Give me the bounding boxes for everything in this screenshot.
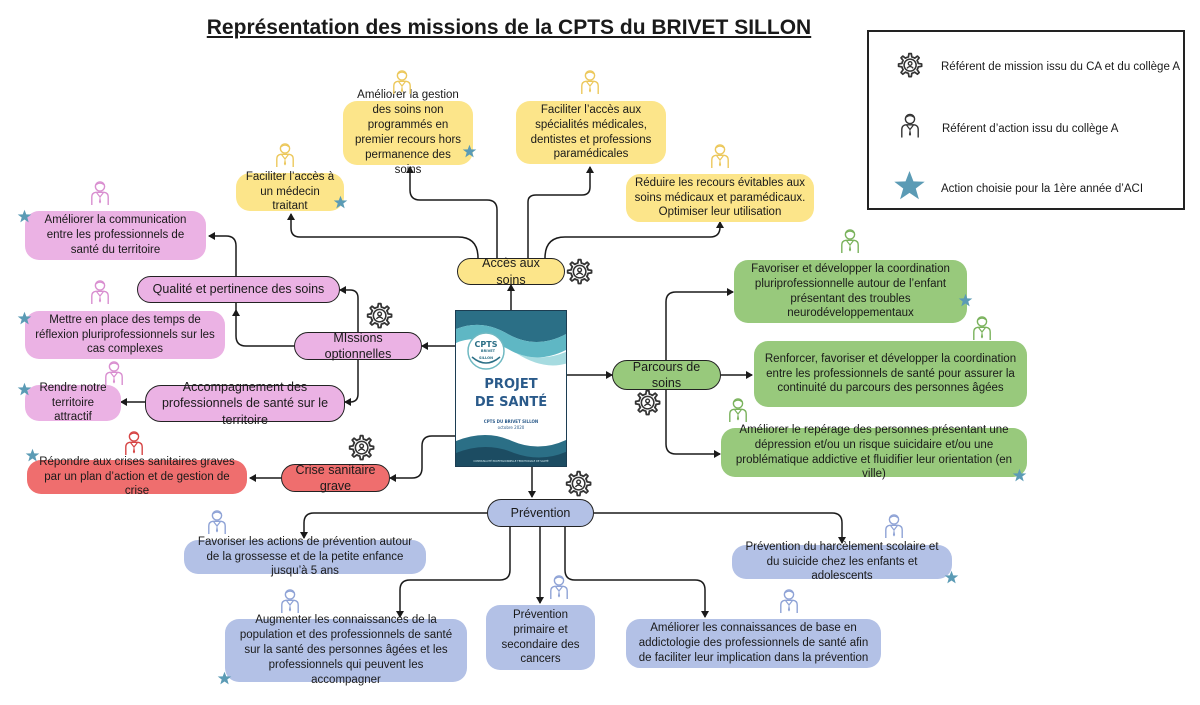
person-icon [105,361,123,386]
hub-parcours-de-soins: Parcours de soins [612,360,721,390]
star-icon [217,671,232,685]
star-icon [958,293,973,307]
book-title-line2: DE SANTÉ [474,395,548,410]
person-icon [393,70,411,95]
book-title-line1: PROJET [484,377,538,392]
person-icon [581,70,599,95]
gear-icon [634,389,661,416]
person-icon [780,589,798,614]
action-faciliter-specialites: Faciliter l’accès aux spécialités médica… [516,101,666,164]
person-icon [550,575,568,600]
hub-crise-sanitaire: Crise sanitaire grave [281,463,390,493]
star-icon [17,311,32,325]
person-icon [901,113,919,139]
action-rendre-attractif: Rendre notre territoire attractif [25,382,121,423]
legend-action-referent: Référent d’action issu du collège A [942,123,1119,135]
star-icon [25,448,40,462]
gear-icon [566,258,593,285]
book-caption1: CPTS DU BRIVET SILLON [483,419,539,424]
star-icon [17,209,32,223]
action-faciliter-medecin: Faciliter l’accès à un médecin traitant [236,171,344,212]
person-icon [208,510,226,535]
legend-chosen-action: Action choisie pour la 1ère année d’ACI [941,183,1144,195]
project-book-cover: CPTS BRIVET SILLON PROJET DE SANTÉ CPTS … [455,310,567,467]
action-coordination-enfant: Favoriser et développer la coordination … [734,260,967,323]
action-reperage-depression: Améliorer le repérage des personnes prés… [721,424,1027,480]
gear-icon [366,302,393,329]
action-connaissances-population: Augmenter les connaissances de la popula… [225,614,467,686]
star-icon [462,144,477,158]
action-connaissances-addictologie: Améliorer les connaissances de base en a… [626,619,881,668]
person-icon [729,398,747,423]
person-icon [91,181,109,206]
logo-sub2: SILLON [478,356,494,360]
action-prevention-cancers: Prévention primaire et secondaire des ca… [486,605,595,670]
book-footer: COMMUNAUTÉ PROFESSIONNELLE TERRITORIALE … [473,460,549,463]
star-icon [944,570,959,584]
star-icon [894,170,925,200]
hub-acces-aux-soins: Accès aux soins [457,256,565,287]
hub-missions-optionnelles: MIssions optionnelles [294,331,422,361]
cpts-logo [467,332,505,370]
legend-mission-referent: Référent de mission issu du CA et du col… [941,61,1181,73]
hub-accompagnement: Accompagnement des professionnels de san… [145,380,345,427]
gear-icon [897,52,923,78]
legend: Référent de mission issu du CA et du col… [867,30,1185,210]
action-ameliorer-gestion: Améliorer la gestion des soins non progr… [343,89,473,176]
action-repondre-crises: Répondre aux crises sanitaires graves pa… [27,456,247,497]
star-icon [17,382,32,396]
gear-icon [565,470,592,497]
action-coordination-agees: Renforcer, favoriser et développer la co… [754,341,1027,407]
star-icon [1012,468,1027,482]
person-icon [885,514,903,539]
action-prevention-grossesse: Favoriser les actions de prévention auto… [184,536,426,577]
logo-sub1: BRIVET [480,349,496,353]
person-icon [125,431,143,456]
person-icon [91,280,109,305]
person-icon [711,144,729,169]
person-icon [276,143,294,168]
action-prevention-harcelement: Prévention du harcèlement scolaire et du… [732,541,952,582]
gear-icon [348,434,375,461]
book-caption2: octobre 2020 [497,425,525,430]
person-icon [841,229,859,254]
page-title: Représentation des missions de la CPTS d… [206,16,812,39]
person-icon [281,589,299,614]
person-icon [973,316,991,341]
star-icon [333,195,348,209]
hub-qualite-pertinence: Qualité et pertinence des soins [137,276,340,303]
logo-main: CPTS [474,340,498,349]
action-reduire-recours: Réduire les recours évitables aux soins … [626,174,814,222]
action-ameliorer-communication: Améliorer la communication entre les pro… [25,211,206,260]
hub-prevention: Prévention [487,499,594,527]
action-temps-reflexion: Mettre en place des temps de réflexion p… [25,311,225,359]
